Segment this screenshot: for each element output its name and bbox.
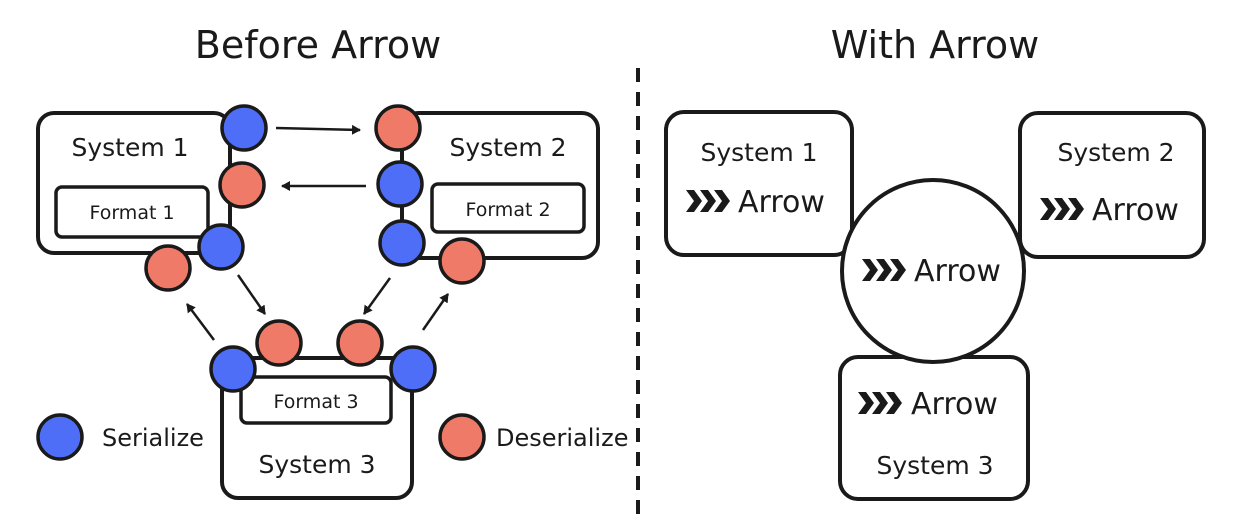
format-1-box [54,185,210,239]
serialize-dot [209,345,257,393]
serialize-dot [389,345,437,393]
arrow-system-1-arrow-label: Arrow [738,185,825,220]
legend-serialize-label: Serialize [102,424,204,452]
deserialize-dot [374,104,422,152]
arrow-system-3-label: System 3 [876,451,993,480]
arrow-logo-icon [1040,198,1084,220]
serialize-dot [376,160,424,208]
arrow-logo-icon [862,259,906,281]
format-1-label: Format 1 [89,202,174,224]
deserialize-dot [438,237,486,285]
arrow-system-1-label: System 1 [700,138,817,167]
arrow-sys1-to-sys3 [236,274,267,315]
shared-arrow-circle [840,178,1026,364]
arrow-logo-icon [858,392,902,414]
legend-deserialize-dot [438,413,486,461]
arrow-sys3-to-sys2 [421,293,450,331]
format-2-box [430,182,586,234]
system-3-label: System 3 [258,450,375,479]
format-3-box [239,375,393,425]
legend-serialize-dot [36,413,84,461]
arrow-system-3-arrow-label: Arrow [911,387,998,422]
arrow-sys1-to-sys2 [275,124,361,135]
legend-deserialize-label: Deserialize [496,424,628,452]
before-arrow-title: Before Arrow [195,23,441,67]
arrow-sys3-to-sys1 [186,303,215,341]
deserialize-dot [255,319,303,367]
with-arrow-title: With Arrow [831,23,1039,67]
serialize-dot [220,104,268,152]
serialize-dot [378,219,426,267]
arrow-system-2-label: System 2 [1057,138,1174,167]
arrow-sys2-to-sys3 [362,277,392,315]
serialize-dot [197,223,245,271]
format-2-label: Format 2 [465,199,550,221]
system-1-label: System 1 [71,133,188,162]
arrow-system-2-arrow-label: Arrow [1092,193,1179,228]
arrow-system-2-box [1018,111,1206,259]
shared-arrow-label: Arrow [914,254,1001,289]
system-2-label: System 2 [449,133,566,162]
deserialize-dot [336,319,384,367]
arrow-system-1-box [664,110,854,257]
deserialize-dot [218,161,266,209]
arrow-logo-icon [686,190,730,212]
deserialize-dot [144,244,192,292]
format-3-label: Format 3 [273,391,358,413]
